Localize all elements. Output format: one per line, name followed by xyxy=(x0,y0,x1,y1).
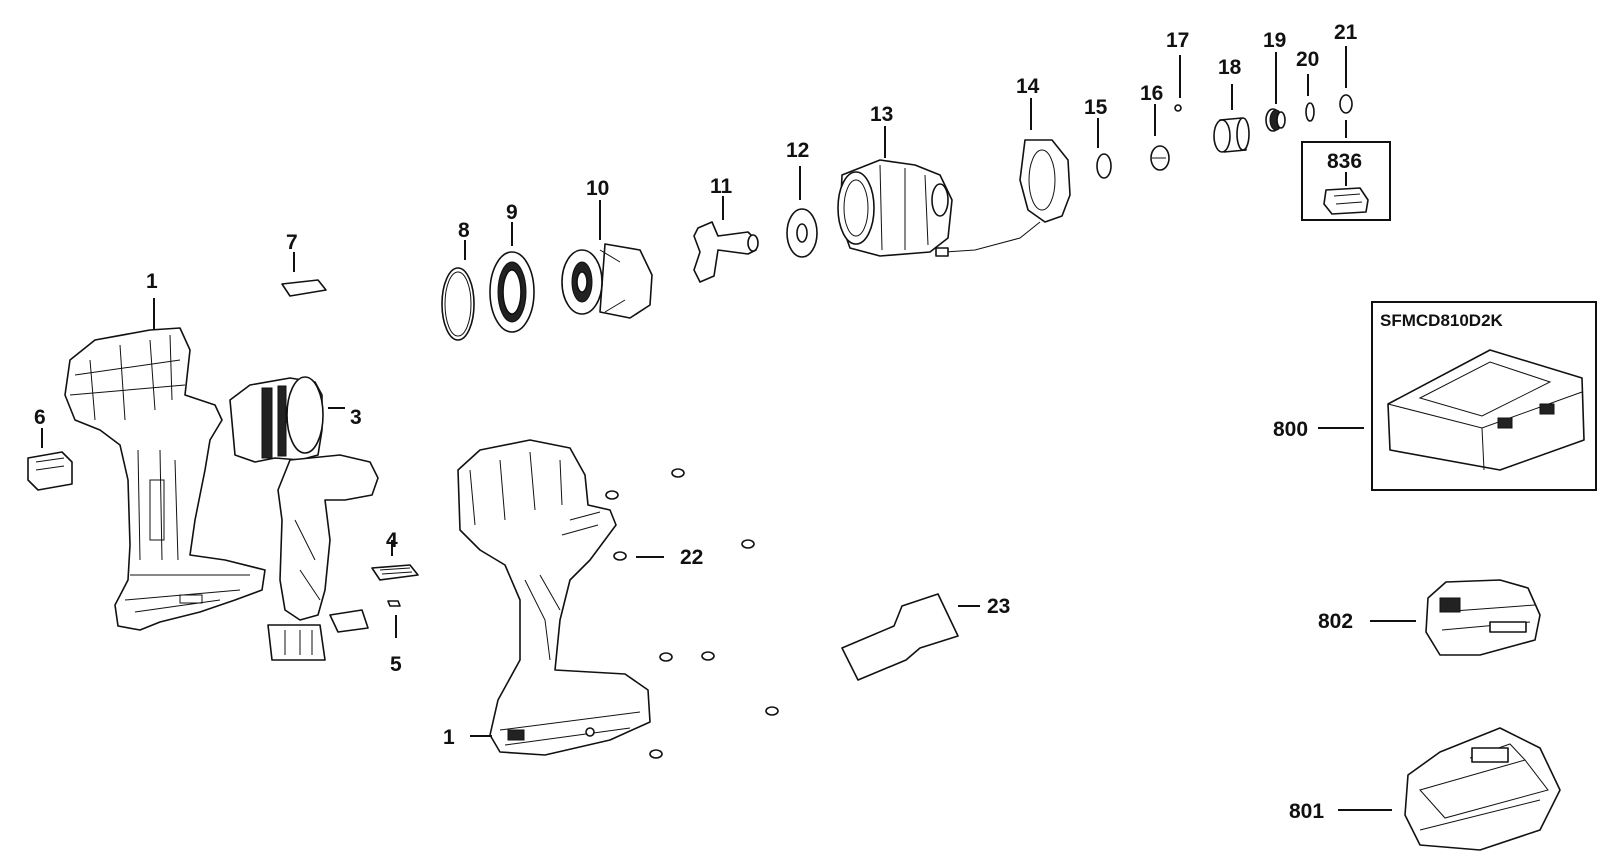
label-part-11: 11 xyxy=(710,175,733,198)
label-part-3: 3 xyxy=(350,406,362,429)
label-part-802: 802 xyxy=(1318,610,1353,633)
part-23-label xyxy=(841,593,959,681)
part-802-battery xyxy=(1425,579,1541,656)
label-part-18: 18 xyxy=(1218,56,1242,79)
label-part-9: 9 xyxy=(506,201,518,224)
part-15-snap-ring xyxy=(1096,153,1112,179)
part-14-led-ring xyxy=(935,139,1071,257)
part-18-collar xyxy=(1213,117,1250,153)
part-8-oring xyxy=(441,267,475,341)
label-part-801: 801 xyxy=(1289,800,1324,823)
part-801-charger xyxy=(1404,727,1561,851)
part-13-gear-case xyxy=(837,159,953,257)
label-part-22: 22 xyxy=(680,546,703,569)
label-part-7: 7 xyxy=(286,231,298,254)
label-part-20: 20 xyxy=(1296,48,1319,71)
part-11-spindle xyxy=(693,221,759,283)
part-7-cap xyxy=(281,279,327,297)
part-20-ring xyxy=(1305,102,1315,122)
part-10-gear-assembly xyxy=(561,243,653,319)
part-800-case xyxy=(1387,349,1585,471)
label-part-13: 13 xyxy=(870,103,893,126)
label-part-5: 5 xyxy=(390,653,402,676)
part-16-clip xyxy=(1150,145,1170,171)
label-part-6: 6 xyxy=(34,406,46,429)
label-part-21: 21 xyxy=(1334,21,1358,44)
label-part-8: 8 xyxy=(458,219,470,242)
part-1-left-housing xyxy=(64,327,266,631)
part-22-screws xyxy=(605,468,779,759)
part-1-right-housing xyxy=(457,439,651,756)
kit-836-box xyxy=(1301,141,1391,221)
label-part-19: 19 xyxy=(1263,29,1286,52)
part-17-ball xyxy=(1174,104,1182,112)
label-part-16: 16 xyxy=(1140,82,1163,105)
part-5-clip xyxy=(387,600,401,607)
part-12-washer xyxy=(786,208,818,258)
kit-model-label: SFMCD810D2K xyxy=(1380,311,1504,330)
part-21-retaining-ring xyxy=(1339,94,1353,114)
label-part-836: 836 xyxy=(1327,150,1362,173)
label-part-1-bottom: 1 xyxy=(443,726,455,749)
label-part-4: 4 xyxy=(386,529,398,552)
label-part-800: 800 xyxy=(1273,418,1308,441)
part-836-bit-holder xyxy=(1323,187,1369,215)
label-part-15: 15 xyxy=(1084,96,1108,119)
part-3-motor-assembly xyxy=(229,376,379,661)
label-part-17: 17 xyxy=(1166,29,1189,52)
part-19-spring xyxy=(1265,108,1286,132)
kit-box-frame xyxy=(1371,301,1597,491)
part-6-cover xyxy=(27,451,73,491)
label-part-14: 14 xyxy=(1016,75,1040,98)
label-part-12: 12 xyxy=(786,139,809,162)
label-part-10: 10 xyxy=(586,177,609,200)
label-part-23: 23 xyxy=(987,595,1010,618)
part-9-ring-gear xyxy=(489,251,535,333)
label-part-1-top: 1 xyxy=(146,270,158,293)
part-4-switch xyxy=(371,564,419,581)
